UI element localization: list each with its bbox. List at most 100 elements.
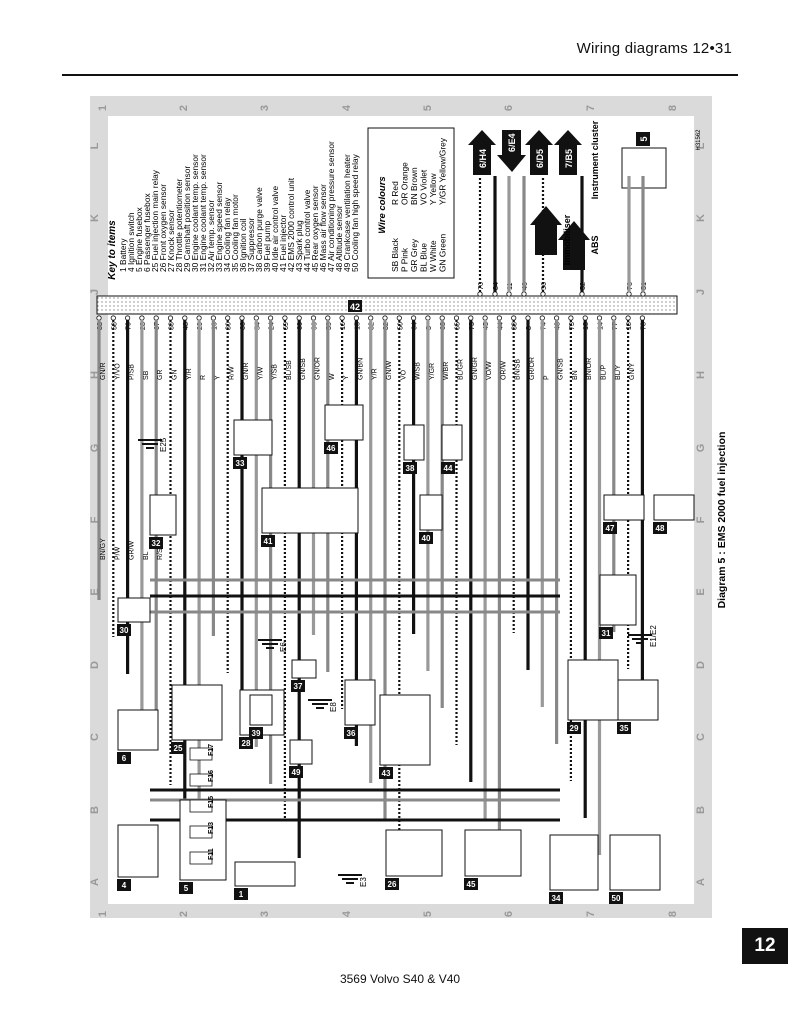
grid-letter-right: H [695,371,707,379]
wire-colour-label: GR/OR [529,357,536,380]
grid-number-bottom: 6 [503,911,515,917]
grid-letter-left: F [89,516,101,523]
component-box-25 [171,684,223,741]
component-box-26 [385,829,443,877]
ecu-pin-terminal [611,315,617,321]
component-id: 45 [467,880,476,889]
grid-number-top: 3 [259,105,271,111]
key-item: 47 Air conditioning pressure sensor [326,141,336,272]
component-box-33 [233,419,273,456]
fuse-label: F11 [208,848,215,860]
component-id: 30 [120,626,129,635]
header-rule [62,74,738,76]
wire-colour-label: R [200,375,207,380]
grid-letter-left: J [89,289,101,295]
wire-colour-label: BL [143,551,150,560]
ecu-pin-terminal [182,315,188,321]
key-item: 28 Throttle potentiometer [174,178,184,272]
grid-letter-left: L [89,142,101,149]
grid-letter-left: H [89,371,101,379]
key-item: 25 Fuel injection main relay [150,169,160,272]
ecu-pin-terminal [596,315,603,321]
component-tag-5 [179,882,193,894]
component-id: 36 [347,729,356,738]
grid-number-top: 1 [97,105,109,111]
component-tag-32 [149,537,163,549]
ecu-pin-terminal [368,315,374,321]
ground-label: E8 [329,702,338,712]
grid-letter-left: B [89,806,101,814]
wire-colour-label: GN/R [100,363,107,381]
component-id: 47 [606,524,615,533]
wire-colour-entry: BN Brown [409,167,419,205]
wire-colour-entry: GR Grey [409,238,419,272]
component-box-38 [403,424,425,461]
grid-letter-left: A [89,878,101,886]
component-box-4 [117,824,159,878]
grid-number-bottom: 1 [97,911,109,917]
instrument-cluster-label: Instrument cluster [590,120,600,199]
ecu-pin-terminal [382,315,388,321]
component-box-5 [179,799,227,881]
wire-colour-entry: P Pink [400,247,410,272]
key-item: 38 Carbon purge valve [254,187,264,272]
wire-colour-entry: OR Orange [400,162,410,205]
reference-arrows: 6/H4 6/E4 6/D5 7/B5 Immobiliser ABS Inst… [468,120,600,270]
ref-arrow-6-d5 [525,130,553,175]
wire-colour-label: Y [343,375,350,380]
key-item: 45 Rear oxygen sensor [310,185,320,272]
grid-letter-right: J [695,289,707,295]
key-item: 50 Cooling fan high speed relay [350,153,360,272]
ecu-pin-terminal [511,315,517,321]
component-tag-40 [419,532,433,544]
grid-letter-left: K [89,214,101,222]
component-tag-38 [403,462,417,474]
component-box-32 [149,494,177,536]
key-item: 33 Engine speed sensor [214,181,224,272]
wire-colour-label: Y/R [186,368,193,380]
ecu-pin-terminal [139,315,145,321]
component-id: 46 [327,444,336,453]
wire-colour-entry: VO Violet [419,169,429,205]
wire-colour-entry: BL Blue [419,243,429,272]
component-id: 25 [174,744,183,753]
grid-letter-left: C [89,733,101,741]
ecu-pin-terminal [492,291,498,297]
component-box-48 [653,494,695,521]
ecu-pin-terminal [425,315,431,321]
fuse-label: F17 [208,744,215,756]
diagram-caption: Diagram 5 : EMS 2000 fuel injection [716,432,728,609]
key-item: 43 Spark plug [294,220,304,272]
grid-letter-left: G [89,444,101,453]
component-box-46 [324,404,364,441]
key-item: 34 Cooling fan relay [222,197,232,272]
component-box-41 [261,487,359,534]
ecu-pin-terminal [125,315,131,321]
component-box-30 [117,597,151,623]
wire-colour-entry: R Red [390,181,400,205]
key-item: 1 Battery [118,238,128,272]
wire-colour-label: BN/SB [515,359,522,380]
key-item: 26 Front oxygen sensor [158,184,168,272]
component-id: 5 [184,884,189,893]
component-tag-34 [549,892,563,904]
key-item: 48 Altitude sensor [334,205,344,272]
wire-colour-label: GN/GR [472,357,479,380]
grid-letter-right: L [695,142,707,149]
component-tag-44 [441,462,455,474]
component-id: 6 [122,754,127,763]
wire-colour-label: GN/OR [315,357,322,380]
page-header-title: Wiring diagrams 12•31 [576,40,732,57]
component-id: 26 [388,880,397,889]
wire-colour-label: GN/Y [629,363,636,380]
ecu-pin-terminal [482,315,488,321]
ecu-pin-terminal [296,315,302,321]
immobiliser-arrow [530,206,562,255]
component-box-44 [441,424,463,461]
